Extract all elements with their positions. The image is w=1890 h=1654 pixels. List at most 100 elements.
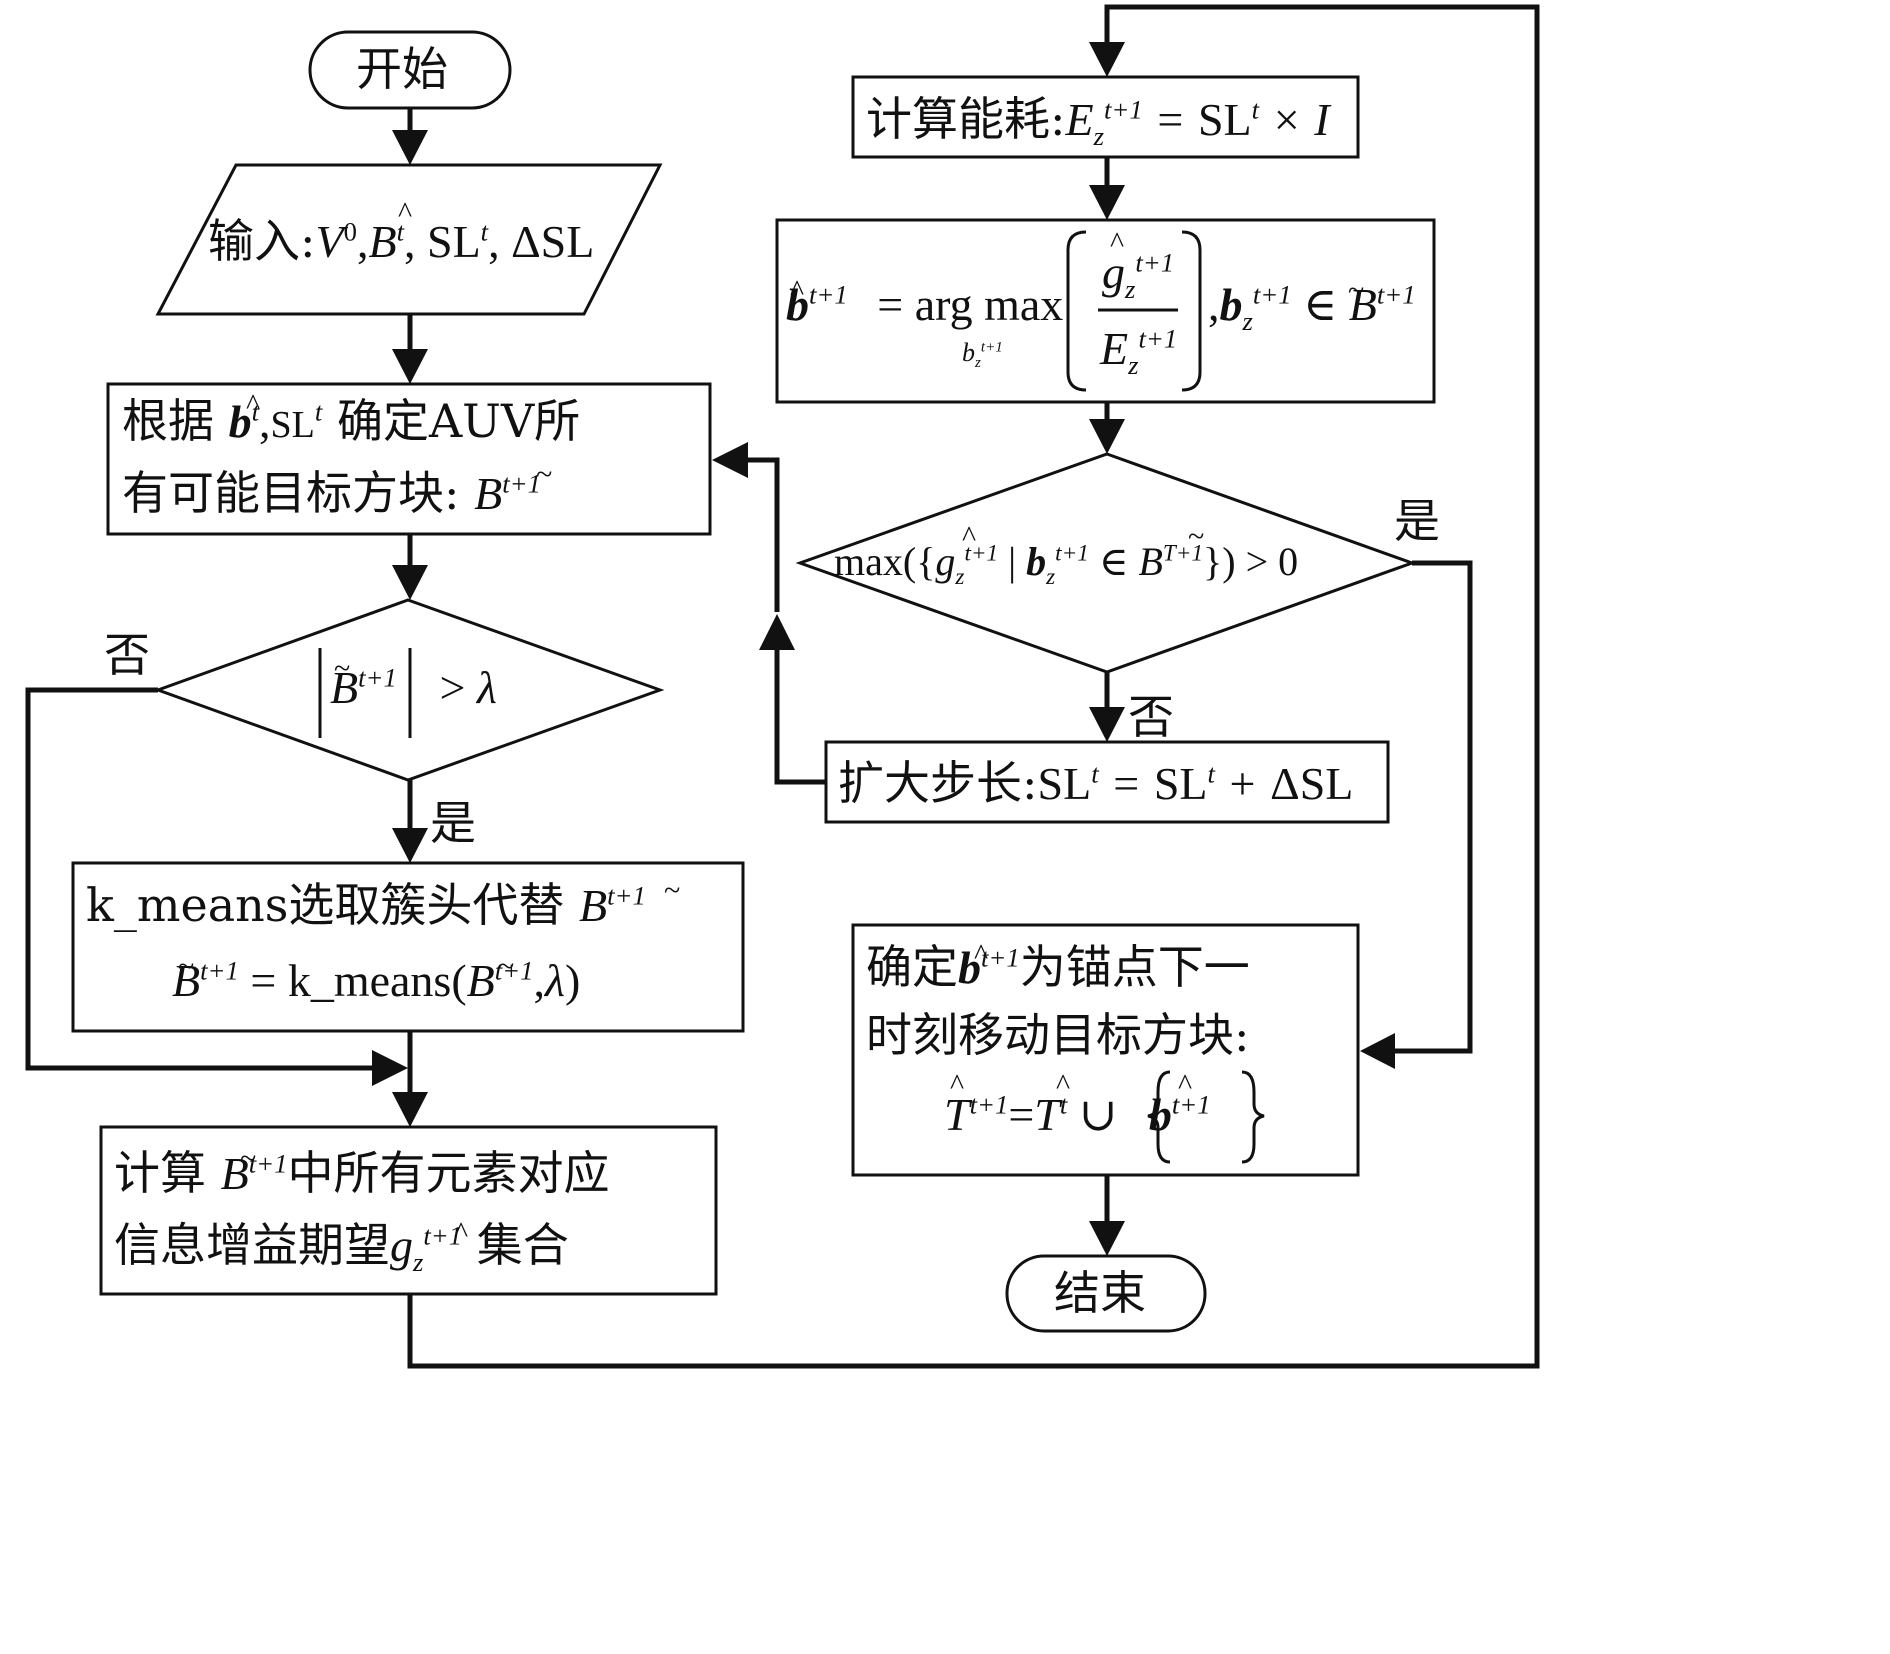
compute-gain-label-2: 中所有元素对应 [287,1146,610,1200]
math-b-tilde: B [220,1148,249,1199]
math-z: z [975,355,981,372]
math-t-plus-1: t+1 [1171,1089,1211,1120]
left-yes-label: 是 [430,796,476,850]
determine-label-1: 根据 [122,394,214,448]
target-line1: 确定bt+1为锚点下一 [866,944,1250,991]
start-label: 开始 [356,42,448,96]
math-b-hat: b [228,396,252,447]
argmax-subscript: bzt+1 [962,338,1003,371]
expand-text: 扩大步长:SLt = SLt + ΔSL [838,756,1354,810]
math-t: t [396,216,404,247]
math-b: b [1026,539,1047,584]
math-equals: = [1113,758,1140,809]
math-g-hat: g [390,1220,413,1271]
math-element-of: ∈ [1098,539,1129,584]
gain-condition: max({gzt+1 | bzt+1 ∈ BT+1}) > 0 [834,539,1299,590]
math-z: z [1242,306,1253,337]
compute-gain-label-3: 信息增益期望 [114,1218,390,1272]
compute-gain-label-4: 集合 [476,1218,569,1272]
kmeans-box [71,861,745,1033]
input-label: 输入 [208,214,300,268]
input-parallelogram [155,163,663,316]
target-block-box [851,923,1360,1177]
math-b-hat: b [958,942,981,993]
math-sl: SL [270,404,315,446]
math-z: z [413,1247,424,1278]
math-t-plus-1: t+1 [494,955,534,986]
math-sl: SL [1037,758,1092,809]
math-g-hat: g [1102,247,1125,298]
formula-brackets [318,230,1265,1164]
math-z: z [1046,564,1056,590]
math-t-plus-1: t+1 [248,1148,288,1179]
expand-step-box [824,740,1390,824]
flowchart-canvas [25,4,1540,1369]
math-lambda: λ [545,955,565,1006]
math-t-plus-1: t+1 [1138,323,1178,354]
math-b-tilde: B [330,662,359,713]
argmax-lhs: bt+1 = arg max [786,279,1064,330]
math-plus: + [1229,758,1256,809]
compute-gain-box [99,1125,718,1296]
math-T-plus-1: T+1 [1162,540,1204,567]
math-t-plus-1: t+1 [200,955,239,986]
determine-targets-box [106,382,712,536]
end-terminal [1005,1254,1207,1333]
math-e: E [1065,94,1094,145]
math-equals: = [1008,1089,1035,1140]
determine-label-3: 有可能目标方块: [122,466,460,520]
math-zero: 0 [1278,539,1299,584]
math-lambda: λ [476,662,497,713]
target-formula: Tt+1=Tt ∪ bt+1 [944,1089,1211,1140]
arrowheads [372,42,1395,1256]
math-greater-than: > [1245,539,1279,584]
math-b-hat: b [1148,1089,1172,1140]
math-b: b [962,338,975,367]
math-z: z [955,564,965,590]
math-v: V [315,216,344,267]
compute-gain-label-1: 计算 [114,1146,206,1200]
math-t-plus-1: t+1 [1135,247,1175,278]
input-text: 输入:V0,Bt, SLt, ΔSL [208,214,595,268]
math-t-plus-1: t+1 [502,468,541,499]
math-b-tilde: B [474,468,503,519]
math-t: t [1091,758,1099,789]
math-equals: = [250,955,277,1006]
math-b-tilde: B [1138,539,1163,584]
math-t: t [314,396,323,427]
math-t-plus-1: t+1 [1252,279,1292,310]
math-i: I [1314,94,1330,145]
right-yes-label: 是 [1394,494,1440,548]
math-t-plus-1: t+1 [981,942,1020,973]
math-t: t [1207,758,1215,789]
math-union: ∪ [1078,1089,1118,1140]
argmax-denominator: Ezt+1 [1100,323,1178,378]
math-sl: SL [426,216,481,267]
math-argmax: arg max [914,279,1064,330]
math-t-plus-1: t+1 [1055,540,1089,567]
math-sl: SL [1153,758,1208,809]
math-b-tilde: B [579,880,608,931]
math-delta-sl: ΔSL [1270,758,1354,809]
math-e: E [1100,323,1129,374]
left-no-label: 否 [104,628,150,682]
math-t-plus-1: t+1 [980,339,1003,356]
energy-label: 计算能耗 [866,92,1050,146]
math-t: t [1251,94,1260,125]
math-t: t [251,396,260,427]
math-t-plus-1: t+1 [809,279,848,310]
math-sl: SL [1197,94,1252,145]
argmax-numerator: gzt+1 [1102,247,1175,302]
target-label-1a: 确定 [866,940,958,994]
kmeans-label: k_means选取簇头代替 [86,878,565,932]
kmeans-line1: k_means选取簇头代替 Bt+1 [86,882,646,929]
math-t-plus-1: t+1 [969,1089,1009,1120]
math-t: t [480,216,489,247]
determine-line1: 根据 bt,SLt 确定AUV所 [122,394,581,448]
expand-label: 扩大步长 [838,756,1022,810]
math-z: z [1128,350,1139,381]
connector-lines [25,4,1540,1369]
math-b-tilde: B [1348,279,1377,330]
math-equals: = [1157,94,1184,145]
math-delta-sl: ΔSL [511,216,595,267]
